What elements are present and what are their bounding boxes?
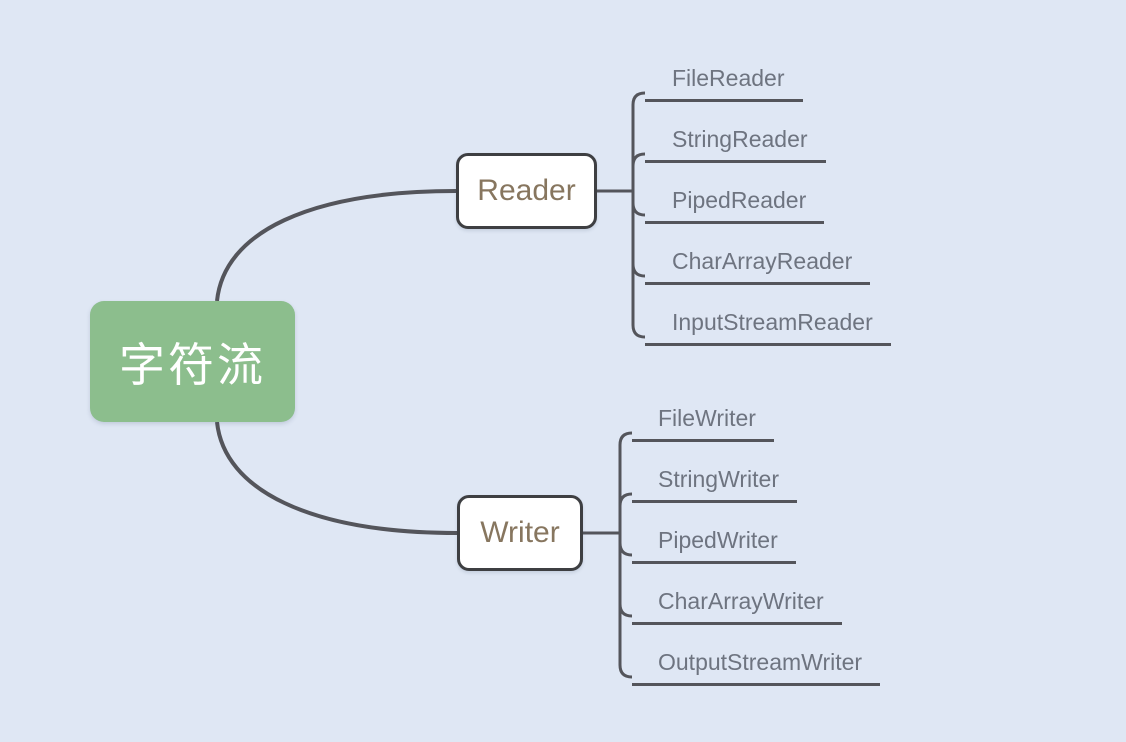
leaf-topic-inputstreamreader[interactable]: InputStreamReader [645,296,891,346]
topic-writer[interactable]: Writer [457,495,583,571]
leaf-topic-stringwriter[interactable]: StringWriter [632,453,797,503]
curve-root-to-writer [215,421,458,535]
leaf-topic-chararraywriter[interactable]: CharArrayWriter [632,575,842,625]
writer-branch-lines [583,431,633,679]
topic-writer-label: Writer [480,516,560,549]
leaf-topic-pipedwriter[interactable]: PipedWriter [632,514,796,564]
leaf-topic-filereader[interactable]: FileReader [645,52,803,102]
root-topic-label: 字符流 [119,338,266,391]
leaf-topic-filewriter[interactable]: FileWriter [632,392,774,442]
leaf-topic-chararrayreader[interactable]: CharArrayReader [645,235,871,285]
leaf-topic-pipedreader[interactable]: PipedReader [645,174,825,224]
leaf-topic-stringreader[interactable]: StringReader [645,113,826,163]
topic-reader-label: Reader [477,174,576,207]
reader-branch-lines [597,91,646,339]
curve-root-to-reader [215,189,457,302]
root-topic[interactable]: 字符流 [90,301,295,422]
leaf-topic-outputstreamwriter[interactable]: OutputStreamWriter [632,636,881,686]
topic-reader[interactable]: Reader [456,153,597,229]
